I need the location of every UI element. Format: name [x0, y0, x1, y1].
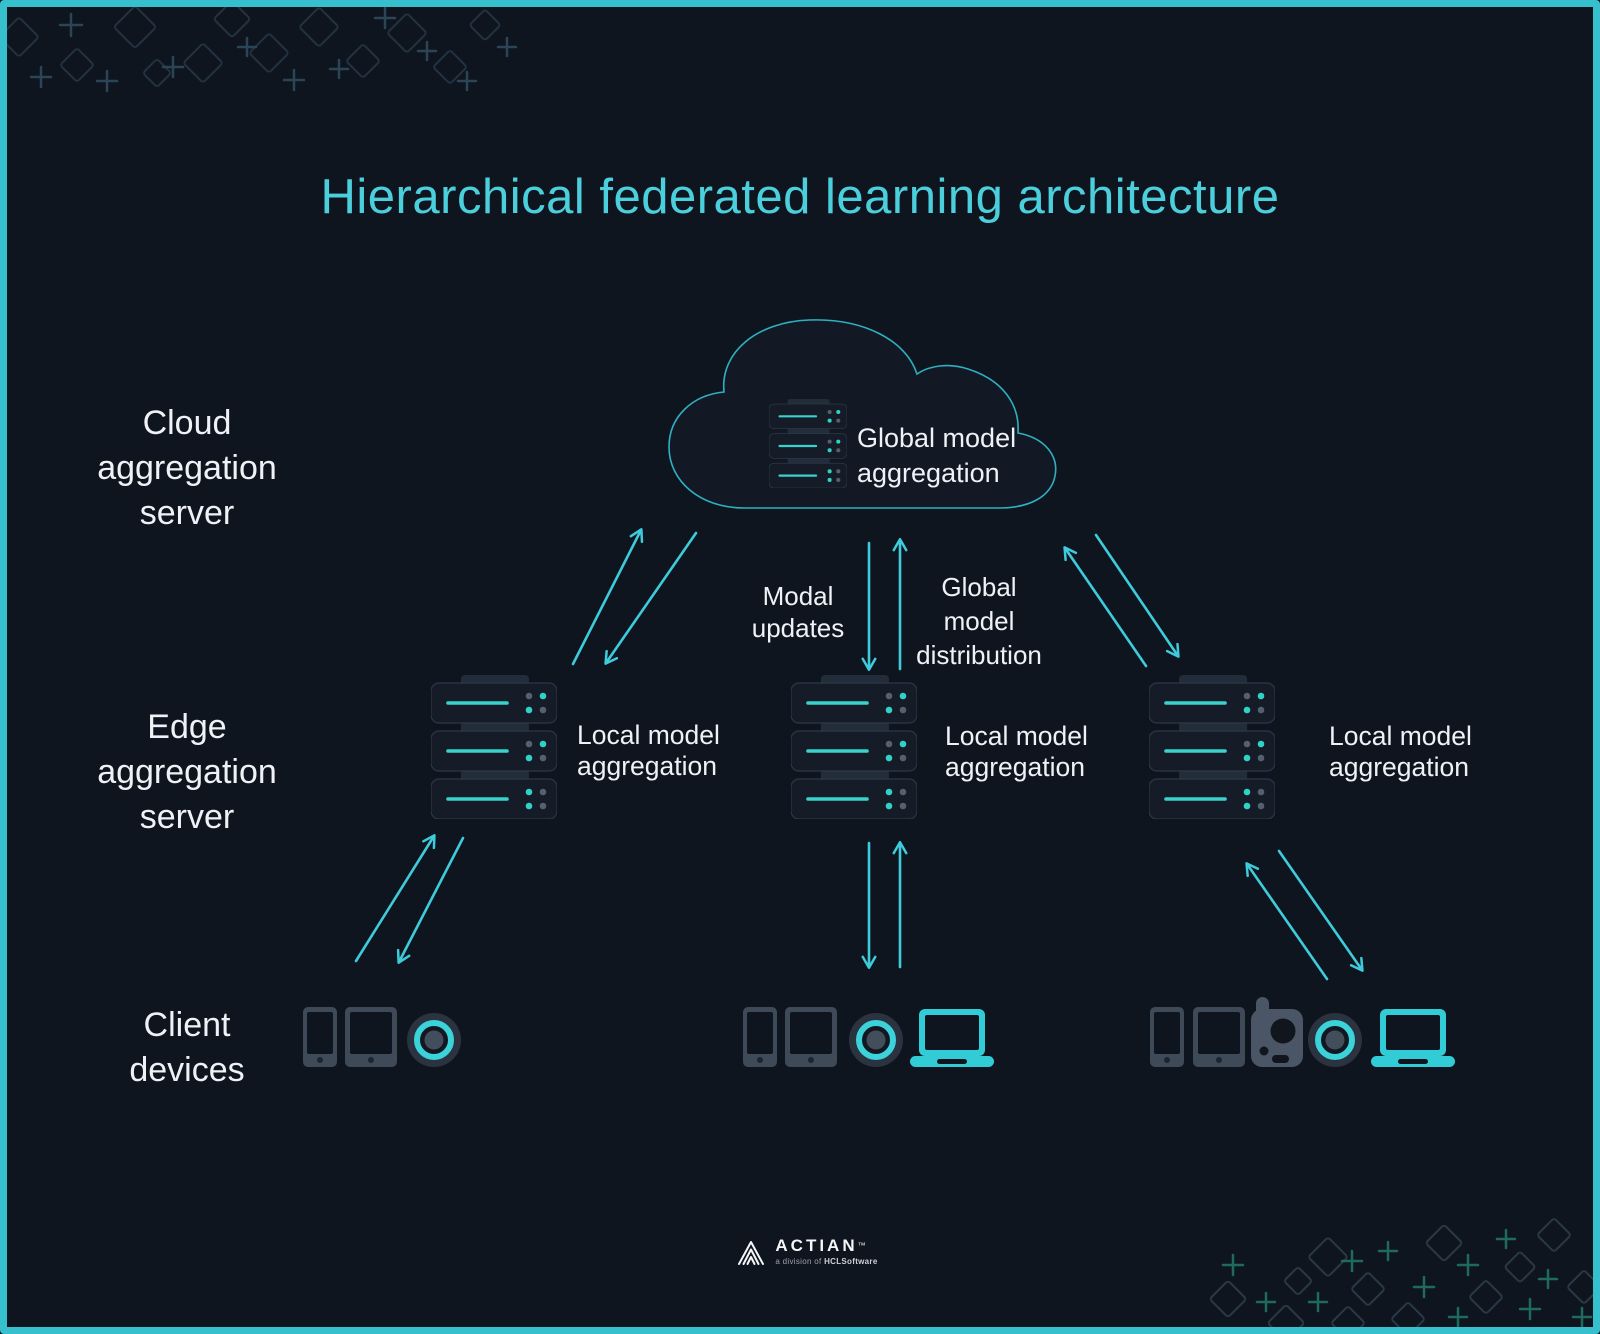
arrow-edge-to-clients-left-down — [396, 836, 465, 964]
node-label-line: Local model — [945, 721, 1088, 751]
node-label-line: aggregation — [1329, 752, 1469, 782]
arrow-cloud-to-edge-right-down — [1094, 533, 1180, 658]
node-label-line: Local model — [1329, 721, 1472, 751]
server-stack-icon-cloud — [769, 399, 847, 488]
laptop-icon — [1371, 1009, 1455, 1067]
node-label-line: aggregation — [577, 751, 717, 781]
server-stack-icon-edge-left — [431, 675, 557, 819]
tier-label-line: Client — [143, 1006, 231, 1044]
smartphone-icon — [743, 1007, 777, 1067]
iot-monitor-icon — [1251, 997, 1303, 1067]
smart-speaker-icon — [849, 1013, 903, 1067]
tier-label-line: devices — [129, 1051, 245, 1089]
edge-node-left-label: Local model aggregation — [577, 720, 720, 782]
node-label-line: aggregation — [857, 458, 1000, 488]
tier-label-client-devices: Client devices — [37, 1003, 337, 1093]
tablet-icon — [1193, 1007, 1245, 1067]
arrow-cloud-to-edge-left-down — [604, 531, 698, 665]
flow-label-line: Modal — [762, 581, 834, 611]
node-label-line: aggregation — [945, 752, 1085, 782]
flow-label-global-model-distribution: Global model distribution — [899, 570, 1059, 672]
tier-label-line: server — [139, 798, 235, 836]
logo-brand-text: ACTIAN™ — [775, 1237, 865, 1255]
actian-mountain-logo-icon — [738, 1240, 765, 1265]
cloud-node-label: Global model aggregation — [857, 421, 1016, 491]
server-stack-icon-edge-middle — [791, 675, 917, 819]
node-label-line: Local model — [577, 720, 720, 750]
laptop-icon — [910, 1009, 994, 1067]
client-device-group-right — [1150, 997, 1455, 1067]
cloud-outline-icon — [668, 319, 1057, 509]
brand-logo: ACTIAN™ a division of HCLSoftware — [647, 1237, 967, 1266]
tier-label-edge-aggregation-server: Edge aggregation server — [37, 705, 337, 840]
tier-label-line: aggregation — [97, 449, 277, 487]
smart-speaker-icon — [407, 1013, 461, 1067]
node-label-line: Global model — [857, 423, 1017, 453]
tier-label-line: Edge — [147, 708, 227, 746]
logo-brand-name: ACTIAN — [775, 1236, 858, 1255]
architecture-diagram — [303, 319, 1455, 1067]
arrow-edge-to-clients-right-down — [1277, 849, 1364, 972]
page-title: Hierarchical federated learning architec… — [320, 170, 1280, 224]
arrow-edge-left-to-cloud-up — [571, 528, 644, 666]
edge-node-middle-label: Local model aggregation — [945, 721, 1088, 783]
flow-label-line: distribution — [916, 640, 1042, 670]
logo-trademark: ™ — [857, 1241, 866, 1250]
tablet-icon — [345, 1007, 397, 1067]
tablet-icon — [785, 1007, 837, 1067]
tier-label-line: server — [139, 494, 235, 532]
smartphone-icon — [1150, 1007, 1184, 1067]
tier-label-line: Cloud — [142, 404, 232, 442]
client-device-group-middle — [743, 1007, 994, 1067]
tier-label-cloud-aggregation-server: Cloud aggregation server — [37, 401, 337, 536]
smart-speaker-icon — [1308, 1013, 1362, 1067]
arrow-clients-right-to-edge-up — [1245, 862, 1329, 981]
edge-node-right-label: Local model aggregation — [1329, 721, 1472, 783]
flow-label-line: updates — [751, 613, 845, 643]
flow-label-model-updates: Modal updates — [723, 580, 873, 644]
logo-tagline-prefix: a division of — [775, 1257, 825, 1266]
server-stack-icon-edge-right — [1149, 675, 1275, 819]
arrow-clients-left-to-edge-up — [354, 834, 436, 963]
logo-tagline-brand: HCLSoftware — [824, 1257, 878, 1266]
logo-tagline: a division of HCLSoftware — [775, 1257, 877, 1266]
flow-label-line: model — [943, 606, 1015, 636]
tier-label-line: aggregation — [97, 753, 277, 791]
arrow-edge-right-to-cloud-up — [1063, 546, 1148, 668]
flow-label-line: Global — [941, 572, 1017, 602]
